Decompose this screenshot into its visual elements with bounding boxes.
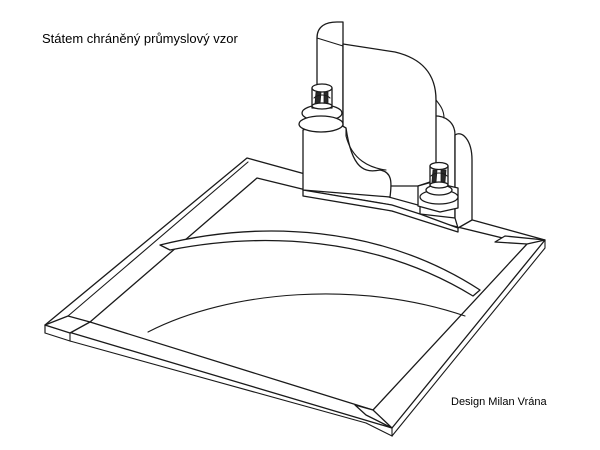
base-plinth (302, 189, 459, 233)
inner-curves (147, 230, 481, 333)
right-lantern (419, 161, 459, 205)
right-panel-cap (454, 133, 473, 229)
protected-design-title: Státem chráněný průmyslový vzor (42, 31, 238, 46)
rail-front-right (354, 404, 393, 429)
rail-front-left (44, 315, 91, 334)
left-lantern (298, 83, 344, 133)
rail-back-right (494, 235, 546, 245)
upper-arc-slab (159, 230, 481, 297)
lower-arc (147, 293, 466, 333)
main-slab (342, 43, 437, 187)
designer-credit: Design Milan Vrána (451, 396, 547, 408)
